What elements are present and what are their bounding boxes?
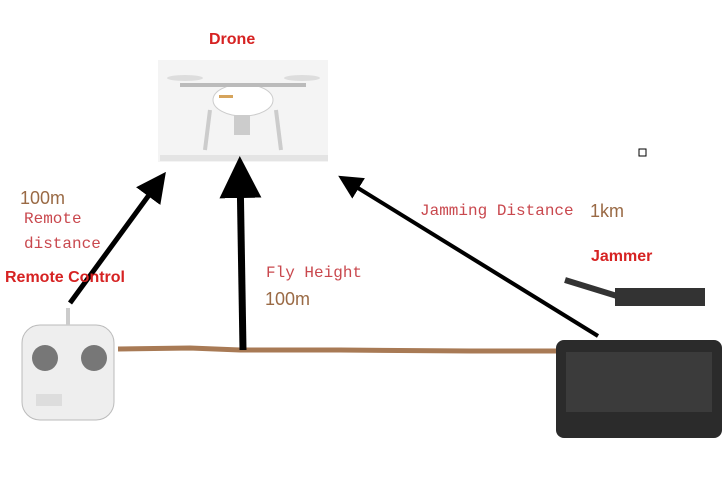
remote-control-label: Remote Control (5, 269, 125, 286)
drone-label: Drone (209, 31, 256, 48)
remote-distance-line2: distance (24, 235, 101, 253)
fly-height-value: 100m (265, 289, 311, 309)
jammer-image (556, 277, 722, 438)
remote-distance-value: 100m (20, 188, 66, 208)
jammer-label: Jammer (591, 248, 653, 265)
fly-height-label: Fly Height (266, 264, 363, 282)
remote-distance-arrow (67, 171, 166, 305)
remote-control-image (21, 308, 115, 421)
ground-line (117, 345, 572, 354)
remote-distance-line1: Remote (24, 210, 82, 228)
jamming-distance-value: 1km (590, 201, 625, 221)
fly-height-arrow (219, 156, 262, 351)
jamming-distance-arrow (338, 175, 600, 338)
small-square (638, 148, 647, 157)
jamming-distance-label: Jamming Distance (420, 202, 574, 220)
drone-image (158, 60, 328, 162)
